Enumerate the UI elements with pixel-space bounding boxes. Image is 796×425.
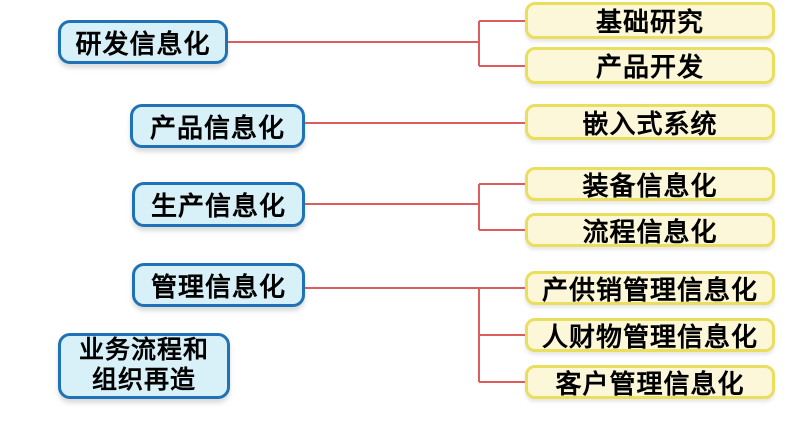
category-node-production-informatization: 生产信息化: [132, 182, 305, 227]
category-node-product-informatization: 产品信息化: [130, 104, 305, 148]
leaf-node-equipment-informatization: 装备信息化: [525, 167, 775, 201]
leaf-node-product-development: 产品开发: [525, 47, 775, 84]
leaf-node-embedded-systems: 嵌入式系统: [525, 104, 775, 140]
connector-production-branch: [305, 183, 526, 231]
category-node-rd-informatization: 研发信息化: [58, 20, 228, 64]
connector-rd-branch: [228, 20, 526, 67]
category-node-management-informatization: 管理信息化: [132, 263, 305, 307]
leaf-node-customer-mgmt: 客户管理信息化: [525, 365, 775, 399]
leaf-node-basic-research: 基础研究: [525, 2, 775, 39]
leaf-node-process-informatization: 流程信息化: [525, 213, 775, 247]
category-node-business-process-reengineering: 业务流程和 组织再造: [58, 333, 230, 399]
leaf-node-production-supply-sales-mgmt: 产供销管理信息化: [525, 271, 775, 305]
connector-management-branch: [305, 287, 526, 383]
leaf-node-hr-finance-material-mgmt: 人财物管理信息化: [525, 318, 775, 352]
